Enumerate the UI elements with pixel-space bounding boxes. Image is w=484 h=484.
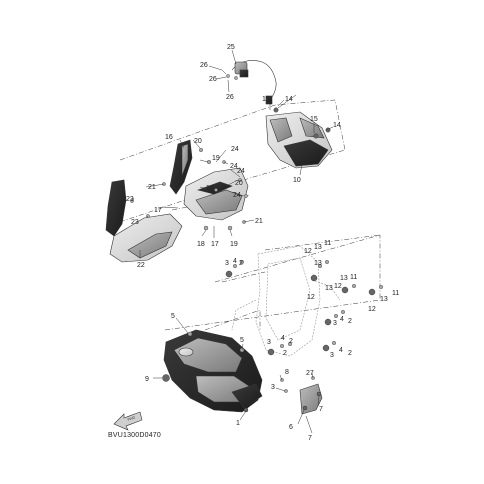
callout-4: 4 (233, 258, 237, 265)
callout-19: 19 (212, 155, 220, 162)
callout-3: 3 (225, 260, 229, 267)
callout-18: 18 (197, 241, 205, 248)
callout-21: 21 (255, 218, 263, 225)
callout-20: 20 (194, 138, 202, 145)
assembly-guide-lines (119, 99, 381, 331)
callout-20: 20 (235, 180, 243, 187)
callout-10: 10 (293, 177, 301, 184)
callout-11: 11 (392, 290, 399, 297)
callout-12: 12 (307, 294, 315, 301)
callout-26: 26 (226, 94, 234, 101)
leader-lines (131, 49, 334, 434)
callout-2: 2 (239, 260, 243, 267)
callout-6: 6 (289, 424, 293, 431)
callout-2: 2 (348, 350, 352, 357)
callout-24: 24 (230, 163, 238, 170)
callout-1: 1 (236, 420, 240, 427)
callout-3: 3 (333, 320, 337, 327)
callout-12: 12 (334, 283, 342, 290)
callout-9: 9 (145, 376, 149, 383)
callout-5: 5 (171, 313, 175, 320)
callout-11: 11 (324, 240, 331, 247)
callout-18: 18 (206, 185, 214, 192)
callout-26: 26 (200, 62, 208, 69)
callout-19: 19 (230, 241, 238, 248)
callout-2: 2 (283, 350, 287, 357)
callout-3: 3 (330, 352, 334, 359)
front-cowling-inner-panel (162, 139, 249, 231)
callout-3: 3 (271, 384, 275, 391)
callout-3: 3 (267, 339, 271, 346)
callout-7: 7 (319, 406, 323, 413)
callout-14: 14 (333, 122, 341, 129)
callout-13: 13 (314, 260, 322, 267)
callout-23: 23 (126, 196, 134, 203)
callout-27: 27 (306, 370, 314, 377)
mounting-fasteners (225, 260, 384, 356)
callout-26: 26 (209, 76, 217, 83)
callout-2: 2 (289, 338, 293, 345)
callout-12: 12 (368, 306, 376, 313)
callout-17: 17 (211, 241, 219, 248)
headlight-assembly (265, 107, 333, 169)
callout-25: 25 (227, 44, 235, 51)
callout-15: 15 (310, 116, 318, 123)
callout-7: 7 (308, 435, 312, 442)
side-cowling (105, 179, 183, 263)
callout-16: 16 (165, 134, 173, 141)
callout-labels: 25 26 26 26 15 14 15 14 10 16 20 19 24 2… (126, 44, 399, 442)
callout-14: 14 (285, 96, 293, 103)
callout-24: 24 (237, 168, 245, 175)
callout-23: 23 (131, 219, 139, 226)
headlight-sub-harness (226, 60, 277, 105)
callout-4: 4 (339, 347, 343, 354)
callout-13: 13 (380, 296, 388, 303)
diagram-code: BVU1300D0470 (108, 432, 161, 439)
callout-4: 4 (340, 316, 344, 323)
callout-5: 5 (240, 337, 244, 344)
callout-13: 13 (325, 285, 333, 292)
callout-24: 24 (233, 192, 241, 199)
lower-bracket (280, 376, 323, 415)
frame-reference-outline (231, 245, 341, 357)
callout-24: 24 (231, 146, 239, 153)
callout-4: 4 (281, 335, 285, 342)
callout-17: 17 (154, 207, 162, 214)
forward-arrow-label: FWD (127, 415, 136, 422)
callout-2: 2 (348, 318, 352, 325)
callout-12: 12 (304, 248, 312, 255)
under-cowl-main-part (162, 329, 263, 413)
callout-13: 13 (314, 244, 322, 251)
forward-direction-arrow: FWD (113, 411, 143, 431)
callout-13: 13 (340, 275, 348, 282)
callout-22: 22 (137, 262, 145, 269)
callout-21: 21 (148, 184, 156, 191)
callout-8: 8 (285, 369, 289, 376)
callout-11: 11 (350, 274, 357, 281)
callout-15: 15 (262, 96, 270, 103)
